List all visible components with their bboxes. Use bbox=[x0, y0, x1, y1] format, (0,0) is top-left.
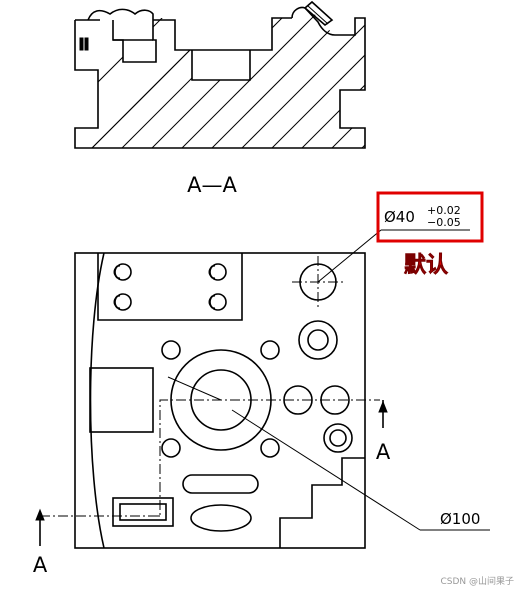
top-plate bbox=[97, 253, 243, 321]
tolerance-lower: −0.05 bbox=[427, 216, 461, 229]
section-view: A—A bbox=[74, 0, 366, 197]
tolerance-diameter: Ø40 bbox=[384, 208, 415, 226]
section-label: A—A bbox=[187, 173, 237, 197]
counterbore-hole bbox=[298, 320, 338, 360]
section-outline bbox=[74, 17, 366, 149]
pin-mark-right bbox=[84, 37, 89, 51]
right-holes bbox=[283, 385, 353, 453]
plate-holes bbox=[113, 263, 227, 311]
slot-upper bbox=[182, 474, 259, 494]
section-break-line bbox=[87, 8, 154, 21]
square-pocket bbox=[89, 367, 154, 433]
dimension-100-text: Ø100 bbox=[440, 510, 480, 528]
dimension-100: Ø100 bbox=[231, 409, 490, 531]
tolerance-upper: +0.02 bbox=[427, 204, 461, 217]
tolerance-highlight-box[interactable] bbox=[376, 191, 484, 243]
pin-mark-left bbox=[79, 37, 84, 51]
counterbore-curve bbox=[291, 6, 336, 36]
bolt-circle-holes bbox=[161, 340, 280, 458]
watermark: CSDN @山间果子 bbox=[440, 575, 514, 587]
cutting-plane-line bbox=[40, 399, 380, 517]
plan-view: A A Ø100 bbox=[33, 229, 490, 577]
top-recess bbox=[153, 17, 292, 51]
dimension-40-leader bbox=[317, 229, 470, 283]
stepped-edge bbox=[279, 457, 365, 548]
cut-label-right: A bbox=[376, 440, 391, 464]
slot-lower bbox=[190, 504, 252, 532]
bore-section bbox=[191, 50, 251, 81]
annotation-label: 默认 bbox=[404, 252, 448, 278]
pin-section bbox=[303, 0, 334, 27]
tolerance-callout[interactable]: Ø40 +0.02 −0.05 bbox=[376, 191, 484, 243]
keyway-pocket bbox=[112, 497, 174, 527]
cut-label-left: A bbox=[33, 553, 48, 577]
